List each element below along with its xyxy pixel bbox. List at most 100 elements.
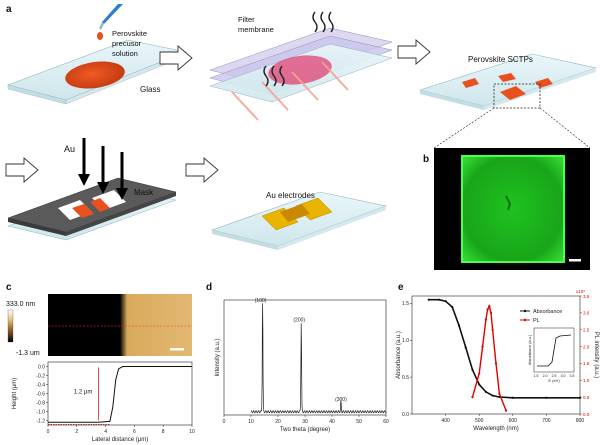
pl-point: [471, 396, 474, 399]
pl-point: [498, 392, 501, 395]
y2-tick-label: 0.0: [583, 412, 590, 417]
y-tick-label: 1.5: [402, 301, 409, 307]
arrow-icon: [397, 39, 431, 65]
x-tick-label: 600: [509, 418, 518, 424]
x-tick-label: 800: [576, 418, 585, 424]
panel-label-d: d: [206, 282, 212, 293]
legend-pl: PL: [533, 318, 540, 324]
absorbance-point: [578, 396, 582, 399]
y2-exponent: x10⁵: [576, 289, 585, 294]
colorbar-max: 333.0 nm: [6, 301, 35, 308]
inset-x-tick: 1.5: [534, 374, 539, 378]
plot-frame: [411, 295, 581, 415]
x-tick-label: 30: [302, 419, 308, 425]
fluorescence-image: [434, 148, 590, 270]
x-tick-label: 400: [441, 418, 450, 424]
y-tick-label: -0.6: [36, 391, 45, 397]
absorbance-point: [444, 300, 447, 303]
panel-label-a: a: [6, 4, 12, 15]
panel-label-c: c: [6, 282, 12, 293]
peak-label: (200): [293, 318, 305, 324]
label-perovskite: Perovskite: [112, 29, 147, 38]
x-tick-label: 10: [248, 419, 254, 425]
afm-colorbar: [7, 309, 14, 343]
x-tick-label: 60: [383, 419, 389, 425]
x-axis-label: Wavelength (nm): [473, 426, 518, 432]
x-tick-label: 700: [542, 418, 551, 424]
label-mask: Mask: [134, 188, 154, 197]
inset-x-tick: 3.0: [561, 374, 566, 378]
absorbance-line: [428, 298, 580, 399]
y-tick-label: 0.5: [402, 375, 409, 381]
label-au-electrodes: Au electrodes: [266, 191, 315, 200]
y2-tick-label: 2.5: [583, 328, 590, 333]
x-tick-label: 0: [47, 429, 50, 435]
xrd-line: [250, 303, 386, 414]
y-tick-label: 0.0: [38, 364, 45, 370]
y-axis-label: Intensity (a.u.): [215, 338, 221, 376]
panel-label-e: e: [398, 282, 404, 293]
mask-assembly: [7, 177, 177, 241]
inset-line: [537, 334, 572, 367]
colorbar-min: -1.3 um: [16, 350, 40, 357]
absorbance-point: [478, 383, 481, 386]
absorbance-point: [464, 346, 467, 349]
scale-bar: [170, 348, 184, 351]
arrow-icon: [185, 157, 219, 183]
inset-y-label: Absorbance (a.u.): [528, 334, 532, 365]
legend-marker-pl: [523, 318, 527, 322]
absorbance-point: [545, 396, 548, 399]
y-axis-label: Absorbance (a.u.): [396, 331, 402, 379]
y-tick-label: -0.8: [36, 400, 45, 406]
inset-x-tick: 2.0: [543, 374, 548, 378]
y2-axis-label: PL intensity (a.u.): [593, 332, 599, 378]
panel-label-b: b: [423, 154, 429, 165]
label-glass: Glass: [140, 85, 160, 94]
x-tick-label: 8: [162, 429, 165, 435]
profile-line: [48, 366, 192, 423]
x-tick-label: 500: [475, 418, 484, 424]
pl-point: [478, 372, 481, 375]
y2-tick-label: 0.5: [583, 395, 590, 400]
glass-substrate-1: [7, 39, 188, 105]
pl-point: [486, 308, 489, 311]
precursor-drop: [65, 61, 125, 89]
inset-x-tick: 2.5: [552, 374, 557, 378]
inset-x-label: E (eV): [548, 378, 560, 383]
pl-point: [489, 311, 493, 314]
afm-image: [48, 294, 192, 356]
y2-tick-label: 1.0: [583, 378, 590, 383]
pl-point: [484, 318, 488, 321]
absorbance-point: [491, 394, 494, 397]
x-tick-label: 6: [133, 429, 136, 435]
au-electrodes-device: [210, 191, 388, 250]
absorbance-point: [451, 305, 454, 309]
label-membrane: membrane: [238, 25, 274, 34]
arrow-icon: [5, 157, 39, 183]
x-tick-label: 2: [75, 429, 78, 435]
arrow-icon: [159, 45, 193, 71]
label-filter: Filter: [238, 15, 255, 24]
pl-point: [491, 328, 494, 331]
filter-membrane-stack: [209, 27, 393, 121]
x-tick-label: 40: [329, 419, 335, 425]
vapor-icon: [263, 11, 334, 87]
y-tick-label: 0.0: [402, 412, 409, 418]
step-label: 1.2 μm: [74, 390, 92, 396]
pl-point: [488, 305, 491, 308]
absorbance-point: [437, 298, 440, 301]
pipette-icon: [97, 4, 123, 40]
x-tick-label: 10: [189, 429, 195, 435]
label-au: Au: [64, 144, 75, 154]
plot-frame: [47, 361, 193, 426]
x-tick-label: 4: [104, 429, 107, 435]
y-tick-label: 1.0: [402, 338, 409, 344]
pl-point: [481, 345, 484, 348]
inset-x-tick: 3.5: [570, 374, 575, 378]
y2-tick-label: 3.5: [583, 294, 590, 299]
y-tick-label: -0.4: [36, 382, 45, 388]
y-axis-label: Height (μm): [12, 378, 18, 409]
